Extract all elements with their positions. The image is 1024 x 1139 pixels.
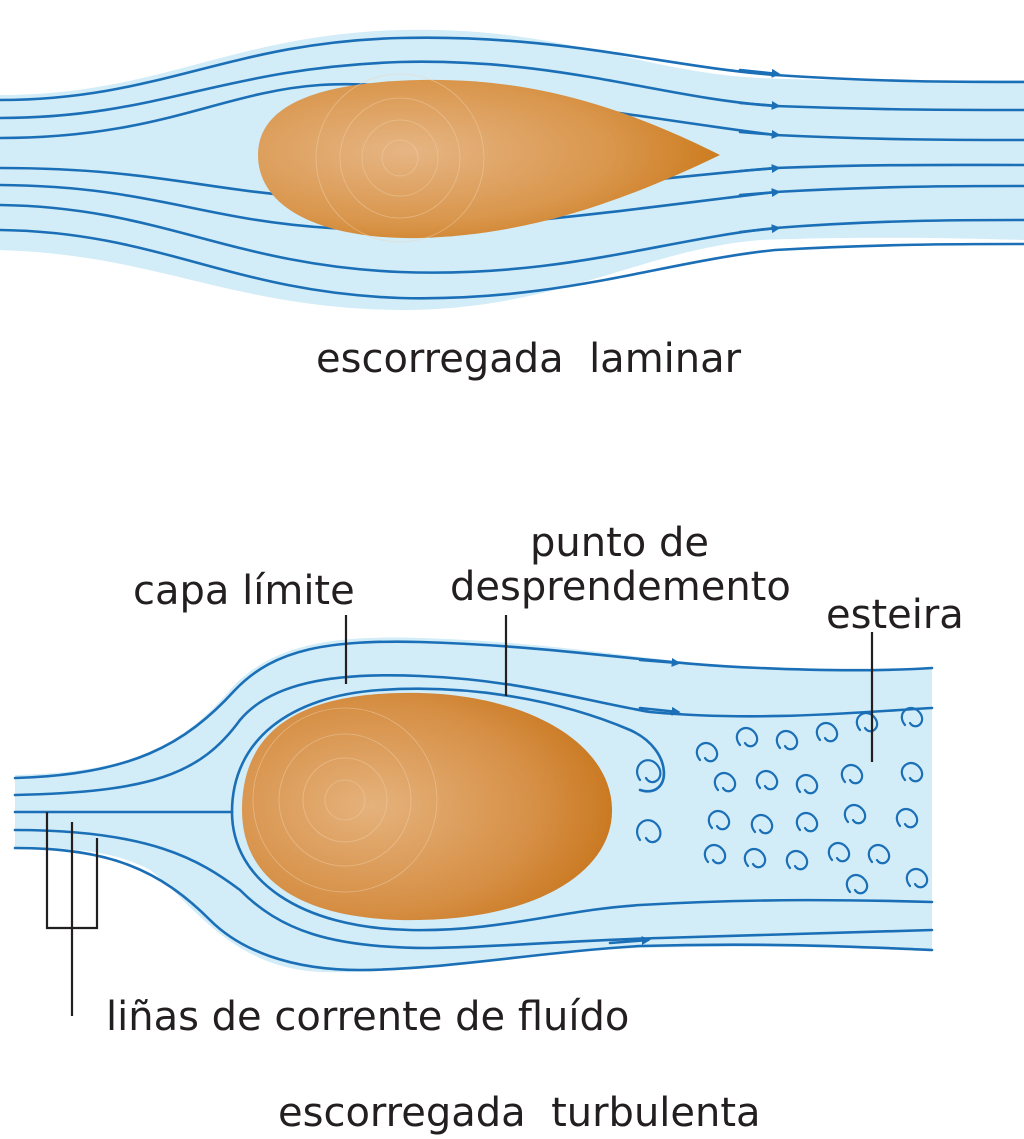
laminar-arrow-1: [738, 68, 781, 78]
wake-eddy: [750, 814, 774, 835]
turbulent-blunt-body: [242, 692, 613, 921]
laminar-caption: escorregada laminar: [316, 336, 742, 382]
turbulent-streamline-boundary-outer: [13, 673, 934, 797]
wake-eddy: [703, 844, 727, 865]
wake-eddy: [636, 819, 662, 844]
wake-eddy: [636, 759, 662, 784]
wake-eddy: [827, 842, 851, 863]
wake-eddy: [695, 742, 719, 763]
wake-eddy: [855, 712, 879, 733]
wake-eddy: [707, 810, 731, 831]
laminar-streamlined-body: [258, 79, 720, 239]
wake-eddy: [900, 762, 924, 783]
wake-eddy: [900, 707, 924, 728]
wake-eddy: [735, 727, 759, 748]
laminar-arrow-5: [738, 188, 781, 197]
turbulent-panel: capa límite punto de desprendemento este…: [13, 520, 964, 1136]
separation-point-label-line2: desprendemento: [450, 564, 791, 610]
wake-eddy: [845, 874, 869, 895]
wake-eddy: [843, 804, 867, 825]
wake-eddy: [905, 868, 929, 889]
laminar-panel: escorregada laminar: [0, 29, 1024, 382]
laminar-streamline-1: [0, 36, 1024, 102]
wake-eddy: [840, 764, 864, 785]
wake-eddy: [795, 812, 819, 833]
boundary-layer-label: capa límite: [133, 568, 355, 614]
wake-eddy: [867, 844, 891, 865]
laminar-streamline-7: [0, 228, 1024, 300]
wake-eddy: [775, 730, 799, 751]
turbulent-streamline-top: [13, 640, 934, 780]
laminar-body-texture: [315, 73, 485, 243]
wake-eddy: [755, 770, 779, 791]
turbulent-streamlines: [13, 640, 934, 972]
turbulent-arrow-2: [638, 706, 681, 716]
laminar-streamlines: [0, 36, 1024, 300]
laminar-arrow-2: [738, 101, 781, 110]
wake-eddy: [785, 850, 809, 871]
turbulent-arrow-3: [608, 936, 651, 945]
wake-label: esteira: [826, 592, 964, 638]
turbulent-streamline-boundary-inner: [230, 687, 666, 814]
turbulent-streamline-bottom: [13, 846, 934, 972]
wake-eddy: [895, 808, 919, 829]
turbulent-streamline-lower: [13, 828, 934, 950]
turbulent-streamline-lower-inner: [230, 810, 934, 932]
laminar-streamline-2: [0, 60, 1024, 120]
laminar-arrow-3: [738, 130, 781, 139]
laminar-streamline-6: [0, 203, 1024, 274]
wake-eddy: [743, 848, 767, 869]
wake-eddy: [795, 774, 819, 795]
separation-point-label-line1: punto de: [530, 520, 709, 566]
wake-eddy: [713, 772, 737, 793]
streamlines-label: liñas de corrente de fluído: [106, 994, 629, 1040]
wake-eddy: [815, 722, 839, 743]
turbulent-arrow-1: [638, 658, 681, 667]
laminar-arrow-6: [738, 224, 781, 234]
turbulent-caption: escorregada turbulenta: [278, 1090, 761, 1136]
laminar-arrow-4: [738, 164, 781, 173]
wake-eddies: [636, 707, 929, 895]
turbulent-body-texture: [252, 707, 438, 893]
